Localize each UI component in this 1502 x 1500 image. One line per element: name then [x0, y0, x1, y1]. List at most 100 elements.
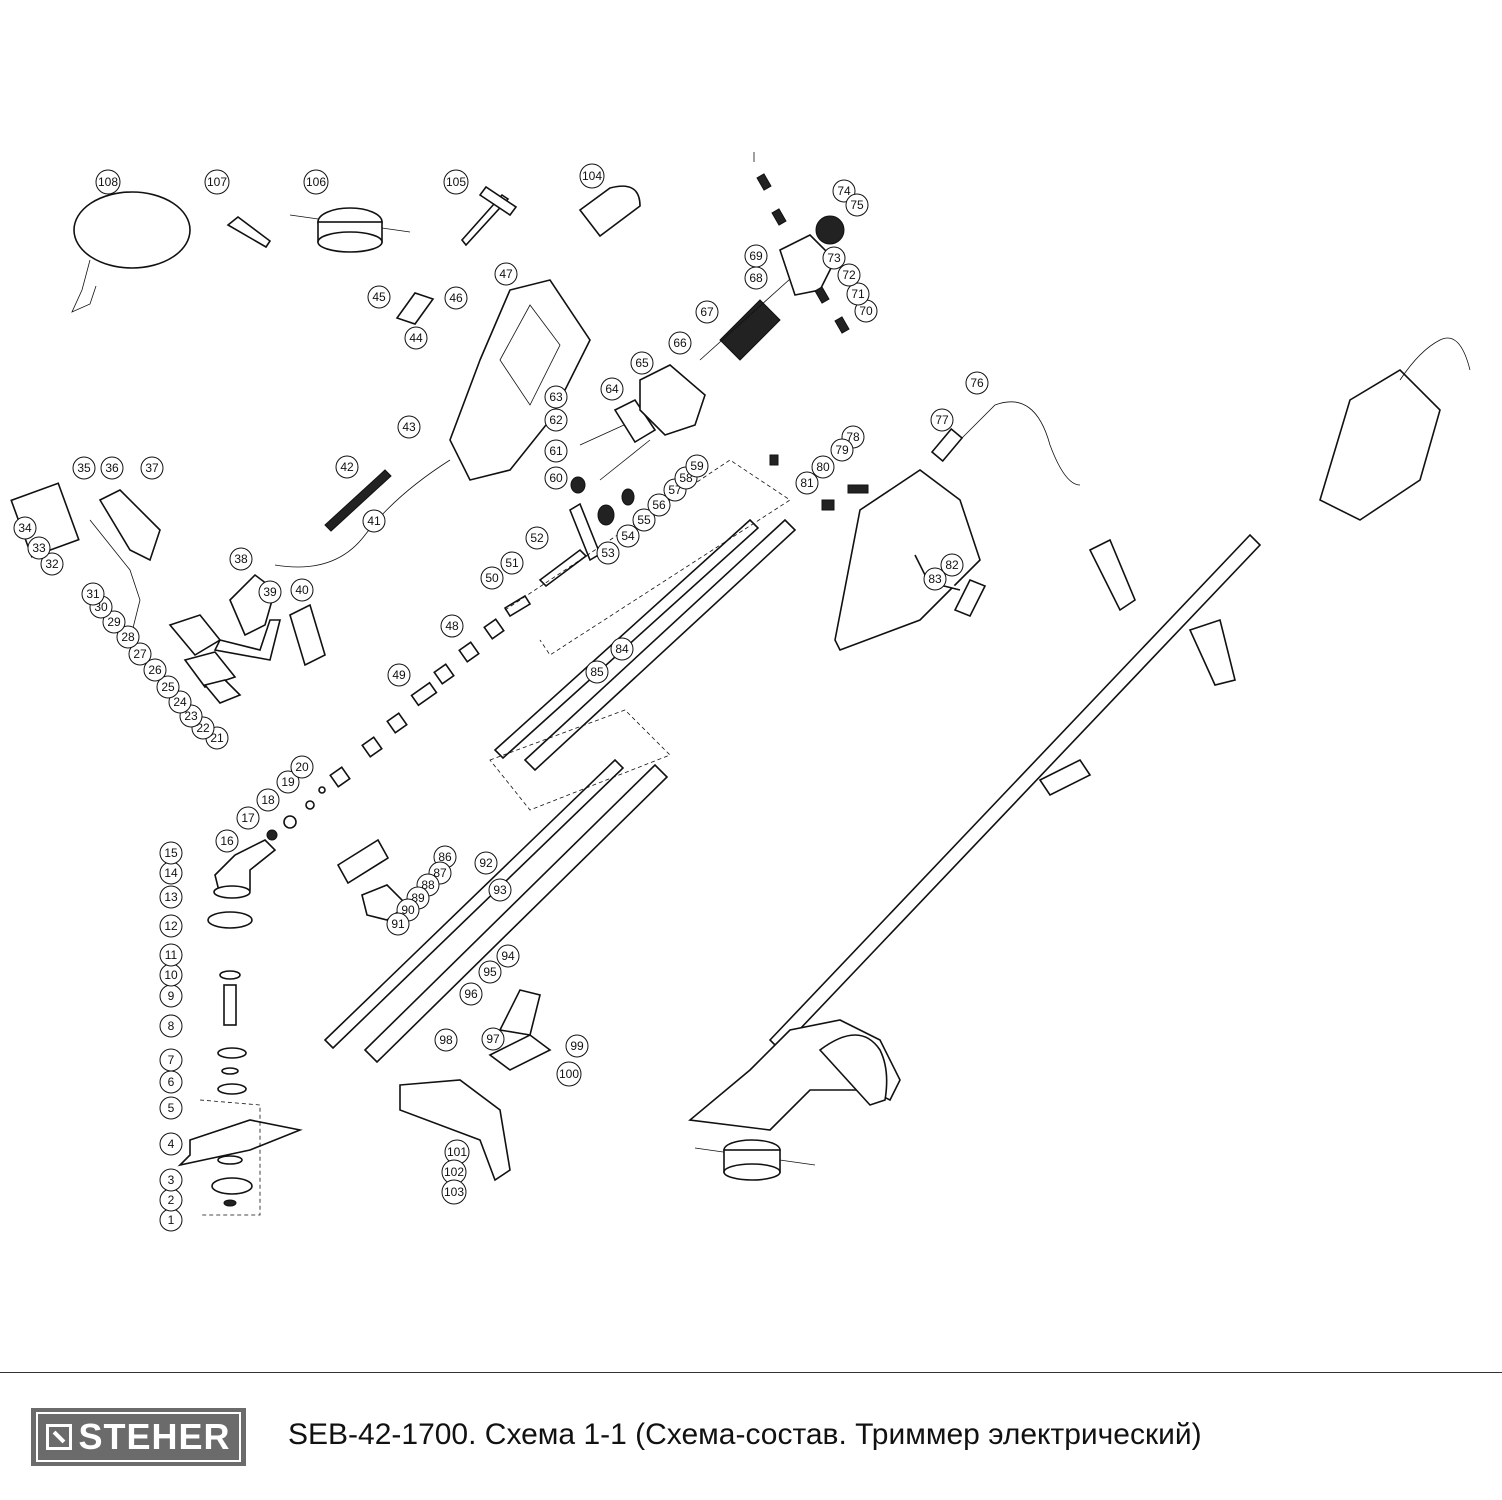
- footer-divider: [0, 1372, 1502, 1373]
- callout-number: 14: [164, 866, 178, 880]
- callout-number: 99: [570, 1039, 584, 1053]
- callout-104: 104: [579, 163, 605, 189]
- callout-number: 24: [173, 695, 187, 709]
- callout-106: 106: [303, 169, 329, 195]
- callout-circle: [744, 244, 768, 268]
- callout-number: 29: [107, 615, 121, 629]
- callout-circle: [387, 663, 411, 687]
- callout-46: 46: [444, 286, 468, 310]
- callout-circle: [585, 660, 609, 684]
- callout-6: 6: [159, 1070, 183, 1094]
- callout-97: 97: [481, 1027, 505, 1051]
- callout-circle: [500, 551, 524, 575]
- callout-number: 51: [505, 556, 519, 570]
- callout-circle: [159, 943, 183, 967]
- callout-number: 9: [168, 989, 175, 1003]
- callout-number: 13: [164, 890, 178, 904]
- callout-number: 81: [800, 476, 814, 490]
- callout-96: 96: [459, 982, 483, 1006]
- callout-circle: [565, 1034, 589, 1058]
- callout-circle: [632, 508, 656, 532]
- callout-13: 13: [159, 885, 183, 909]
- callout-circle: [27, 536, 51, 560]
- callout-40: 40: [290, 578, 314, 602]
- callout-20: 20: [290, 755, 314, 779]
- callout-number: 50: [485, 571, 499, 585]
- callout-number: 23: [184, 709, 198, 723]
- callout-circle: [600, 377, 624, 401]
- callout-circle: [965, 371, 989, 395]
- callout-4: 4: [159, 1132, 183, 1156]
- callout-circle: [930, 408, 954, 432]
- callout-number: 11: [165, 948, 178, 962]
- callout-2: 2: [159, 1188, 183, 1212]
- callout-circle: [845, 193, 869, 217]
- callout-28: 28: [116, 625, 140, 649]
- callout-53: 53: [596, 541, 620, 565]
- callout-86: 86: [433, 845, 457, 869]
- callout-number: 63: [549, 390, 563, 404]
- callout-number: 5: [168, 1101, 175, 1115]
- callout-number: 61: [549, 444, 563, 458]
- callout-73: 73: [822, 246, 846, 270]
- callout-circle: [610, 637, 634, 661]
- callout-105: 105: [443, 169, 469, 195]
- callout-circle: [159, 841, 183, 865]
- callout-circle: [544, 466, 568, 490]
- callout-64: 64: [600, 377, 624, 401]
- callout-circle: [143, 658, 167, 682]
- callout-circle: [443, 169, 469, 195]
- callout-number: 38: [234, 552, 248, 566]
- callout-69: 69: [744, 244, 768, 268]
- callout-51: 51: [500, 551, 524, 575]
- callout-number: 108: [98, 175, 118, 189]
- callout-number: 8: [168, 1019, 175, 1033]
- callout-number: 94: [501, 949, 515, 963]
- parts-artwork: [10, 152, 1471, 1216]
- callout-54: 54: [616, 524, 640, 548]
- callout-circle: [229, 547, 253, 571]
- callout-number: 18: [261, 793, 275, 807]
- callout-81: 81: [795, 471, 819, 495]
- callout-number: 68: [749, 271, 763, 285]
- callout-16: 16: [215, 829, 239, 853]
- callout-circle: [81, 582, 105, 606]
- callout-17: 17: [236, 806, 260, 830]
- callout-number: 47: [499, 267, 513, 281]
- callout-10: 10: [159, 963, 183, 987]
- callout-62: 62: [544, 408, 568, 432]
- callout-92: 92: [474, 851, 498, 875]
- callout-circle: [940, 553, 964, 577]
- callout-107: 107: [204, 169, 230, 195]
- callout-number: 27: [133, 647, 147, 661]
- callout-circle: [811, 455, 835, 479]
- callout-number: 36: [105, 461, 119, 475]
- callout-number: 85: [590, 665, 604, 679]
- callout-circle: [204, 169, 230, 195]
- callout-60: 60: [544, 466, 568, 490]
- callout-42: 42: [335, 455, 359, 479]
- callout-number: 60: [549, 471, 563, 485]
- callout-63: 63: [544, 385, 568, 409]
- callout-circle: [159, 1132, 183, 1156]
- callout-number: 78: [846, 430, 860, 444]
- callout-number: 7: [168, 1053, 175, 1067]
- callout-55: 55: [632, 508, 656, 532]
- callout-number: 12: [164, 919, 178, 933]
- callout-50: 50: [480, 566, 504, 590]
- callout-circle: [276, 770, 300, 794]
- callout-circle: [837, 263, 861, 287]
- callout-circle: [695, 300, 719, 324]
- callout-24: 24: [168, 690, 192, 714]
- callout-number: 101: [447, 1145, 467, 1159]
- callout-number: 80: [816, 460, 830, 474]
- callout-circle: [159, 1168, 183, 1192]
- callout-circle: [397, 415, 421, 439]
- callout-91: 91: [386, 912, 410, 936]
- callout-36: 36: [100, 456, 124, 480]
- callout-number: 66: [673, 336, 687, 350]
- callout-65: 65: [630, 351, 654, 375]
- callout-76: 76: [965, 371, 989, 395]
- callout-number: 17: [241, 811, 255, 825]
- callout-circle: [481, 1027, 505, 1051]
